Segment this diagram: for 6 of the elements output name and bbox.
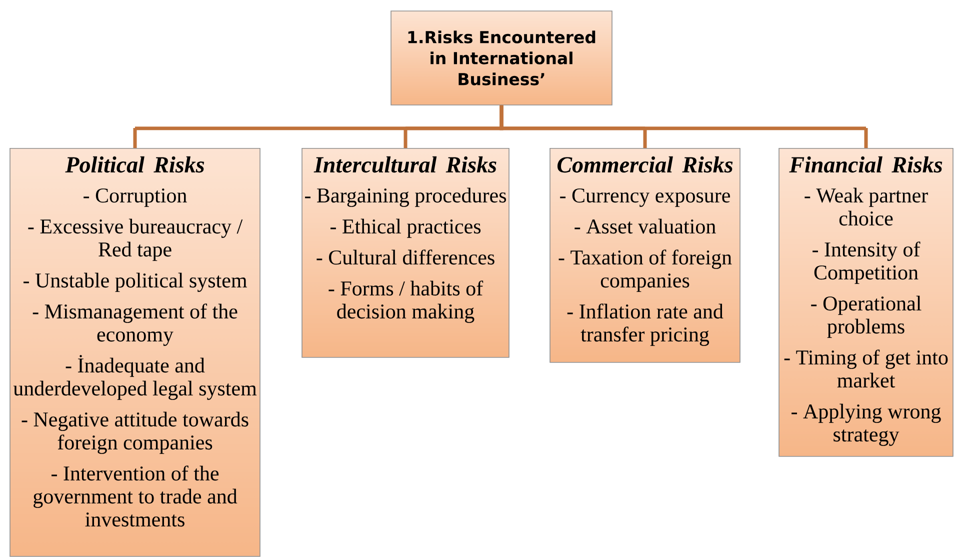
title-box: 1.Risks Encountered in International Business’ [390, 10, 612, 106]
category-box: Financial Risks - Weak partner choice - Intensity of Competition - Operational problems - Timing of get into market - Applying wrong strategy [778, 148, 954, 457]
category-box: Political Risks - Corruption - Excessive bureaucracy / Red tape - Unstable political system - Mismanagement of the economy - İnadequate and underdeveloped legal system - Negative attitude towards foreign companies - Intervention of the government to trade and investments [10, 148, 260, 557]
category-box: Commercial Risks - Currency exposure - Asset valuation - Taxation of foreign companies - Inflation rate and transfer pricing [550, 148, 740, 363]
category-box: Intercultural Risks - Bargaining procedures - Ethical practices - Cultural differences - Forms / habits of decision making [302, 148, 510, 358]
connector-line [500, 105, 868, 148]
